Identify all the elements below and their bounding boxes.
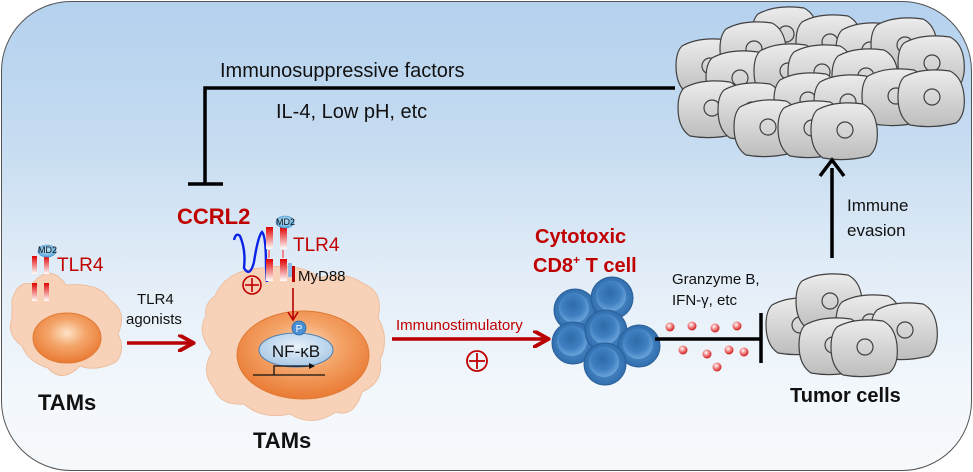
- transcription-start-arrow-icon: [273, 363, 315, 375]
- granzyme-label-2: IFN-γ, etc: [672, 292, 738, 309]
- ccrl2-label: CCRL2: [177, 204, 250, 229]
- phospho-label: P: [296, 324, 303, 335]
- tlr4-agonists-label-2: agonists: [126, 311, 182, 328]
- cd8-superscript: +: [573, 253, 580, 267]
- cytokine-particle: [732, 321, 742, 331]
- immunosuppressive-examples-label: IL-4, Low pH, etc: [276, 101, 427, 123]
- tumor-cluster-bottom: [765, 273, 938, 378]
- immune-evasion-label-2: evasion: [847, 221, 906, 240]
- tcell-text: T cell: [580, 255, 637, 277]
- nfkb-label: NF-κB: [272, 342, 320, 361]
- ccrl2-transmembrane-icon: [232, 230, 269, 283]
- cytokine-particle: [678, 345, 688, 355]
- tumor-cluster-top: [675, 6, 965, 161]
- cytokine-particle: [712, 362, 722, 372]
- cytotoxic-label-2: CD8+ T cell: [533, 253, 637, 277]
- md2-label-center: MD2: [276, 217, 295, 227]
- cytokine-particle: [665, 322, 675, 332]
- immunosuppression-inhibition-line: [188, 86, 675, 186]
- cytokine-inhibition-line: [655, 313, 763, 363]
- cytokine-particle: [710, 323, 720, 333]
- immune-evasion-label-1: Immune: [847, 196, 908, 215]
- granzyme-label-1: Granzyme B,: [672, 271, 760, 288]
- cytokine-particle: [739, 347, 749, 357]
- immunosuppressive-factors-label: Immunosuppressive factors: [220, 60, 465, 82]
- immune-evasion-arrow: [818, 157, 846, 258]
- md2-label-left: MD2: [38, 245, 57, 255]
- t-cell: [583, 342, 627, 386]
- tams-label-left: TAMs: [38, 390, 96, 415]
- phosphate-icon: [291, 320, 307, 336]
- tumor-cells-label: Tumor cells: [790, 385, 901, 407]
- tam-cell-center: [201, 265, 385, 421]
- immunostimulatory-label: Immunostimulatory: [396, 317, 523, 334]
- tlr4-receptor-icon: [266, 215, 295, 282]
- tams-label-center: TAMs: [253, 428, 311, 453]
- cytokine-particle: [724, 345, 734, 355]
- tlr4-agonists-label-1: TLR4: [137, 291, 174, 308]
- tlr4-receptor-icon: [32, 244, 57, 301]
- tlr4-label-center: TLR4: [293, 235, 340, 256]
- t-cell-cluster: [551, 276, 661, 386]
- cd8-text: CD8: [533, 255, 573, 277]
- cytokine-particle: [702, 349, 712, 359]
- myd88-to-nfkb-arrow: [287, 288, 299, 322]
- plus-in-circle-icon: [466, 350, 488, 372]
- tam-cell-left: [9, 272, 123, 376]
- cytokine-particle: [687, 321, 697, 331]
- plus-in-circle-icon: [242, 275, 262, 295]
- tlr4-label-left: TLR4: [57, 255, 104, 276]
- cytotoxic-label-1: Cytotoxic: [535, 226, 626, 248]
- cytokine-particles: [665, 321, 749, 372]
- myd88-label: MyD88: [298, 268, 346, 285]
